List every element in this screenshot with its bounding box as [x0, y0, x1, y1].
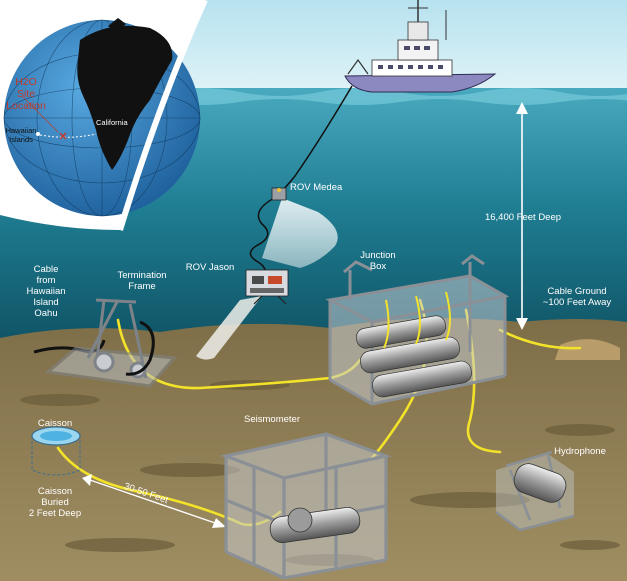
caisson-buried-line-2: Buried — [24, 497, 86, 508]
junction-box-line-1: Junction — [350, 250, 406, 261]
rov-medea — [272, 188, 286, 200]
hawaiian-islands-line-2: Islands — [2, 135, 40, 144]
site-marker-x: ✕ — [58, 131, 67, 143]
termination-frame-line-2: Frame — [106, 281, 178, 292]
cable-ground-label: Cable Ground ~100 Feet Away — [530, 286, 624, 308]
cable-from-oahu-line-5: Oahu — [20, 308, 72, 319]
depth-label: 16,400 Feet Deep — [458, 212, 588, 223]
california-label: California — [96, 118, 128, 127]
cable-from-oahu-label: Cable from Hawaiian Island Oahu — [20, 264, 72, 319]
junction-box-line-2: Box — [350, 261, 406, 272]
site-location-line-2: Site — [6, 88, 46, 100]
seismometer-label: Seismometer — [232, 414, 312, 425]
termination-frame-line-1: Termination — [106, 270, 178, 281]
hawaiian-islands-line-1: Hawaiian — [2, 126, 40, 135]
cable-from-oahu-line-2: from — [20, 275, 72, 286]
caisson-buried-line-1: Caisson — [24, 486, 86, 497]
cable-from-oahu-line-3: Hawaiian — [20, 286, 72, 297]
caisson-buried-line-3: 2 Feet Deep — [24, 508, 86, 519]
termination-frame-label: Termination Frame — [106, 270, 178, 292]
site-location-label: H2O Site Location — [6, 76, 46, 112]
site-location-line-1: H2O — [6, 76, 46, 88]
cable-ground-line-2: ~100 Feet Away — [530, 297, 624, 308]
hydrophone-label: Hydrophone — [540, 446, 620, 457]
cable-ground-line-1: Cable Ground — [530, 286, 624, 297]
seismometer — [226, 434, 386, 578]
cable-from-oahu-line-4: Island — [20, 297, 72, 308]
cable-from-oahu-line-1: Cable — [20, 264, 72, 275]
rov-medea-label: ROV Medea — [290, 182, 342, 193]
junction-box-label: Junction Box — [350, 250, 406, 272]
caisson-label: Caisson — [30, 418, 80, 429]
site-location-line-3: Location — [6, 100, 46, 112]
hawaiian-islands-label: Hawaiian Islands — [2, 126, 40, 144]
rov-jason-label: ROV Jason — [180, 262, 240, 273]
caisson-buried-label: Caisson Buried 2 Feet Deep — [24, 486, 86, 519]
